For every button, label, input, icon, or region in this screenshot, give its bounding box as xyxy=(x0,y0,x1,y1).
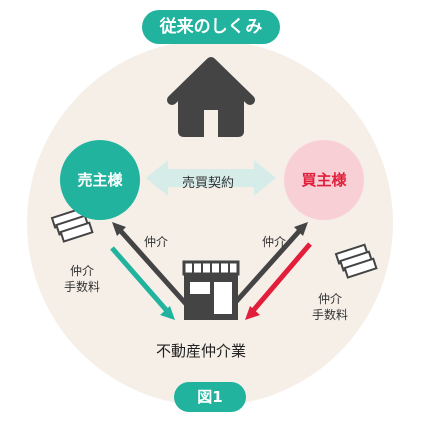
fee-right-line2: 手数料 xyxy=(312,308,349,322)
agency-to-seller-fee-arrow xyxy=(110,246,175,320)
money-stack-icon xyxy=(50,207,94,243)
fee-left-line1: 仲介 xyxy=(70,264,95,278)
brokerage-left-label: 仲介 xyxy=(144,235,169,249)
seller-circle: 売主様 xyxy=(60,140,140,220)
agency-to-buyer-fee-arrow xyxy=(245,242,312,320)
contract-label: 売買契約 xyxy=(182,176,235,191)
seller-to-agency-arrow xyxy=(112,222,188,306)
fee-left-line2: 手数料 xyxy=(64,280,101,294)
contract-arrow xyxy=(146,160,276,196)
house-icon xyxy=(167,57,255,137)
money-stack-icon xyxy=(334,243,378,279)
fee-right-line1: 仲介 xyxy=(318,292,343,306)
page-title: 従来のしくみ xyxy=(142,10,280,44)
buyer-circle: 買主様 xyxy=(284,140,364,220)
figure-label: 図1 xyxy=(174,382,246,412)
brokerage-right-label: 仲介 xyxy=(262,235,287,249)
storefront-icon xyxy=(182,260,240,320)
buyer-to-agency-arrow xyxy=(232,222,308,306)
agency-label: 不動産仲介業 xyxy=(156,342,247,360)
